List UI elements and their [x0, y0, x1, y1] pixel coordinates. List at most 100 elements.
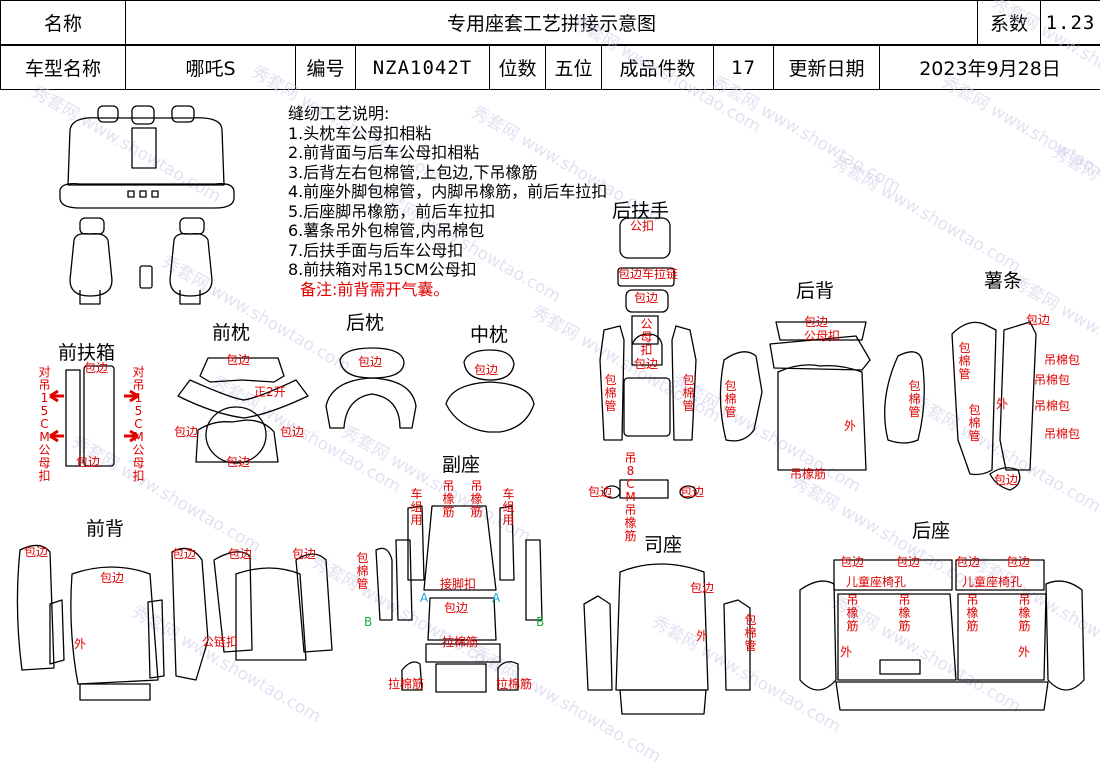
- label-pkf: 包棉管: [604, 374, 617, 413]
- label-wrap-edge: 包边: [588, 486, 612, 499]
- label-pkf: 包棉管: [724, 380, 737, 419]
- label-gongmu: 公母扣: [804, 330, 840, 343]
- label-outer: 外: [74, 638, 86, 651]
- label-wrap-edge: 包边: [84, 362, 108, 375]
- label-pkf: 包棉管: [908, 380, 921, 419]
- passenger-seat-pieces: [376, 506, 542, 692]
- label-wrap-edge: 包边: [226, 354, 250, 367]
- driver-seat-pieces: [584, 564, 750, 714]
- label-rear-arm-zip: 包边车拉链: [618, 268, 678, 281]
- label-duidiao-right: 对吊15CM公母扣: [132, 366, 145, 483]
- label-pull-buckle: 拉棉筋: [388, 678, 424, 691]
- label-rear-drive: 车组用: [502, 488, 515, 527]
- front-armbox-pieces: [50, 366, 138, 466]
- label-pkf: 包棉管: [356, 552, 369, 591]
- label-wrap-edge: 包边: [634, 292, 658, 305]
- label-wrap-edge: 包边: [444, 602, 468, 615]
- label-wrap-edge: 包边: [994, 474, 1018, 487]
- rear-back-pieces: [720, 322, 924, 470]
- label-zheng-open: 正2开: [254, 386, 286, 399]
- label-wrap-edge: 包边: [358, 356, 382, 369]
- label-letter-a: A: [492, 592, 500, 605]
- label-outer: 外: [844, 420, 856, 433]
- label-wrap-edge: 包边: [174, 426, 198, 439]
- label-wrap-edge: 包边: [1006, 556, 1030, 569]
- note-item: 4.前座外脚包棉管，内脚吊橡筋，前后车拉扣: [288, 182, 607, 202]
- label-hang-elastic: 吊橡筋: [846, 594, 859, 633]
- label-wrap-edge: 包边: [76, 456, 100, 469]
- label-wrap-edge: 包边: [100, 572, 124, 585]
- title-rear-seat: 后座: [912, 516, 950, 543]
- label-wrap-edge: 包边: [680, 486, 704, 499]
- label-hang-elastic: 吊橡筋: [1018, 594, 1031, 633]
- label-pkf: 包棉管: [958, 342, 971, 381]
- title-rear-pillow: 后枕: [346, 308, 384, 335]
- title-rear-back: 后背: [796, 276, 834, 303]
- title-passenger: 副座: [442, 450, 480, 477]
- label-wrap-edge: 包边: [228, 548, 252, 561]
- label-wrap-edge: 包边: [24, 546, 48, 559]
- notes-heading: 缝纫工艺说明:: [288, 104, 607, 124]
- label-hang-elastic: 吊橡筋: [966, 594, 979, 633]
- label-child-seat: 儿童座椅孔: [962, 576, 1022, 589]
- label-wrap-edge: 包边: [1026, 314, 1050, 327]
- label-outer: 外: [696, 630, 708, 643]
- label-wrap-edge: 包边: [474, 364, 498, 377]
- label-cotton-bag: 吊棉包: [1044, 428, 1080, 441]
- label-wrap-edge: 包边: [956, 556, 980, 569]
- label-hang15: 吊8CM吊橡筋: [624, 452, 637, 543]
- label-wrap-edge: 包边: [292, 548, 316, 561]
- rear-seat-pieces: [800, 560, 1084, 710]
- sewing-notes: 缝纫工艺说明: 1.头枕车公母扣相粘 2.前背面与后车公母扣相粘 3.后背左右包…: [288, 104, 607, 299]
- front-back-pieces: [17, 545, 332, 700]
- label-wrap-edge: 包边: [804, 316, 828, 329]
- label-hang-elastic: 吊橡筋: [442, 480, 455, 519]
- label-hang-elastic: 吊橡筋: [470, 480, 483, 519]
- remark: 备注:前背需开气囊。: [288, 280, 607, 300]
- note-item: 8.前扶箱对吊15CM公母扣: [288, 260, 607, 280]
- note-item: 1.头枕车公母扣相粘: [288, 124, 607, 144]
- label-rear-drive: 车组用: [410, 488, 423, 527]
- label-duidiao-left: 对吊15CM公母扣: [38, 366, 51, 483]
- note-item: 5.后座脚吊橡筋，前后车拉扣: [288, 202, 607, 222]
- label-rear-arm-top: 公扣: [630, 220, 654, 233]
- label-pkf: 包棉管: [968, 404, 981, 443]
- label-seat-pull: 接脚扣: [440, 578, 476, 591]
- note-item: 6.薯条吊外包棉管,内吊棉包: [288, 221, 607, 241]
- label-public-zip: 公链扣: [202, 636, 238, 649]
- label-child-seat: 儿童座椅孔: [846, 576, 906, 589]
- title-strip: 薯条: [984, 266, 1022, 293]
- label-pkf: 包棉管: [682, 374, 695, 413]
- title-front-pillow: 前枕: [212, 318, 250, 345]
- label-gongmu: 公母扣: [640, 318, 653, 357]
- label-outer: 外: [1018, 646, 1030, 659]
- label-wrap-edge: 包边: [226, 456, 250, 469]
- label-outer: 外: [840, 646, 852, 659]
- label-letter-a: A: [420, 592, 428, 605]
- title-mid-pillow: 中枕: [470, 320, 508, 347]
- label-outer: 外: [996, 398, 1008, 411]
- title-driver: 司座: [644, 530, 682, 557]
- label-letter-b: B: [364, 616, 372, 629]
- label-hang-elastic: 吊橡筋: [790, 468, 826, 481]
- seat-overview-illustration: [60, 106, 234, 304]
- note-item: 7.后扶手面与后车公母扣: [288, 241, 607, 261]
- label-wrap-edge: 包边: [690, 582, 714, 595]
- label-wrap-edge: 包边: [172, 548, 196, 561]
- label-wrap-edge: 包边: [896, 556, 920, 569]
- note-item: 2.前背面与后车公母扣相粘: [288, 143, 607, 163]
- label-pull-buckle: 拉棉筋: [442, 636, 478, 649]
- label-wrap-edge: 包边: [840, 556, 864, 569]
- label-cotton-bag: 吊棉包: [1034, 400, 1070, 413]
- label-letter-b: B: [536, 616, 544, 629]
- title-front-back: 前背: [86, 514, 124, 541]
- label-wrap-edge: 包边: [634, 358, 658, 371]
- front-pillow-pieces: [178, 358, 308, 463]
- label-wrap-edge: 包边: [280, 426, 304, 439]
- label-pull-buckle: 拉棉筋: [496, 678, 532, 691]
- label-cotton-bag: 吊棉包: [1044, 354, 1080, 367]
- note-item: 3.后背左右包棉管,上包边,下吊橡筋: [288, 163, 607, 183]
- label-pkf: 包棉管: [744, 614, 757, 653]
- label-hang-elastic: 吊橡筋: [898, 594, 911, 633]
- label-cotton-bag: 吊棉包: [1034, 374, 1070, 387]
